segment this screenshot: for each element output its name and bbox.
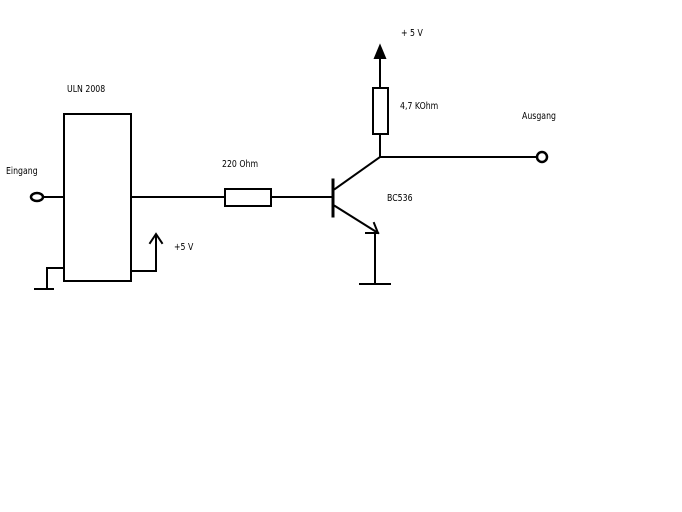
base-resistor [224, 188, 272, 207]
collector-resistor [372, 87, 389, 135]
ic-supply-label: +5 V [174, 242, 194, 253]
input-terminal [29, 191, 45, 203]
base-resistor-label: 220 Ohm [222, 159, 259, 170]
transistor-collector [333, 155, 382, 191]
ic-supply-wire [130, 235, 157, 272]
ic-ground-wire [46, 267, 65, 290]
output-terminal [535, 150, 549, 164]
output-label: Ausgang [522, 111, 556, 122]
transistor-emitter [333, 204, 380, 235]
ic-supply-arrow [148, 232, 164, 245]
uln2008-ic-body [63, 113, 132, 282]
ic-label: ULN 2008 [67, 84, 106, 95]
emitter-arrow-icon [365, 221, 380, 234]
top-supply-arrow-icon [373, 43, 387, 59]
top-supply-label: + 5 V [401, 28, 423, 39]
collector-resistor-label: 4,7 KOhm [400, 101, 439, 112]
input-label: Eingang [6, 166, 38, 177]
transistor-label: BC536 [387, 193, 413, 204]
